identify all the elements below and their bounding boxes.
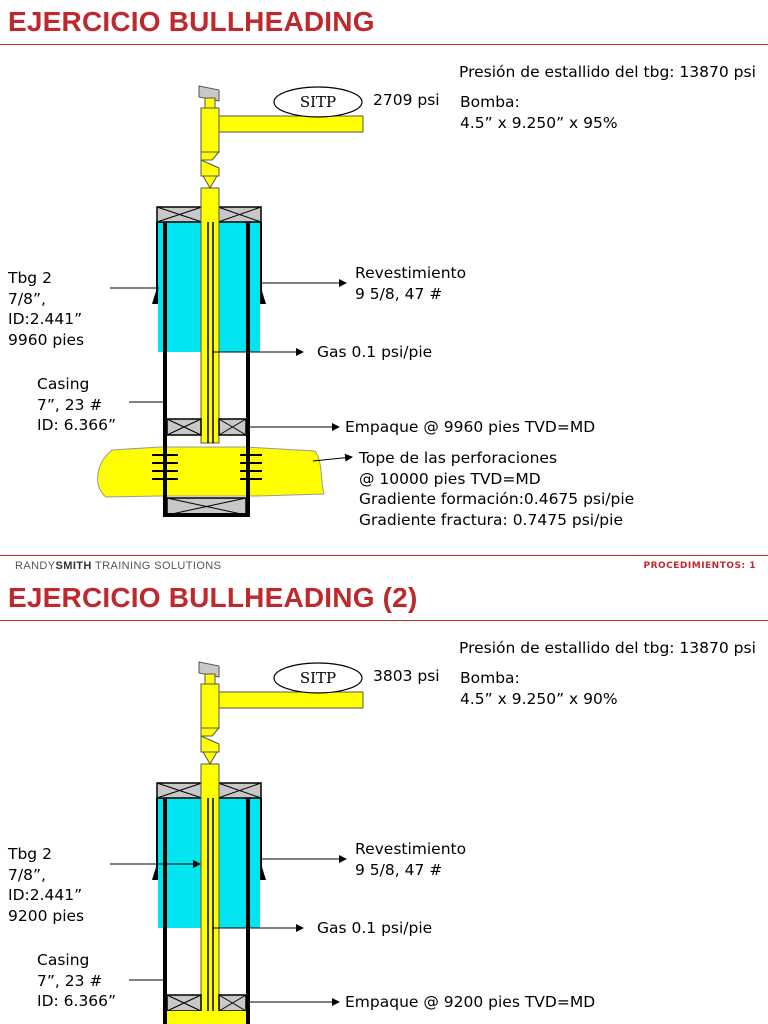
gas-gradient: Gas 0.1 psi/pie xyxy=(317,919,433,937)
packer-depth: Empaque @ 9200 pies TVD=MD xyxy=(345,993,596,1011)
slide-title: EJERCICIO BULLHEADING (2) xyxy=(8,582,418,613)
pump-label: Bomba: xyxy=(460,669,520,687)
sitp-label: SITP xyxy=(300,93,336,111)
flowline xyxy=(218,115,364,133)
pump-spec: 4.5” x 9.250” x 90% xyxy=(460,690,618,708)
gas-gradient: Gas 0.1 psi/pie xyxy=(317,343,433,361)
perforations-left xyxy=(152,454,178,480)
footer-rule xyxy=(0,555,768,556)
tubing xyxy=(200,763,220,1024)
title-rule xyxy=(0,620,768,621)
burst-pressure: Presión de estallido del tbg: 13870 psi xyxy=(459,639,756,657)
flowline xyxy=(218,691,364,709)
wellbore-diagram: SITP xyxy=(110,661,364,1024)
casing-wall-left xyxy=(163,222,167,515)
sitp-value: 3803 psi xyxy=(373,667,440,685)
tubing xyxy=(200,187,220,444)
sitp-bubble xyxy=(273,662,363,694)
formation-zone xyxy=(97,446,325,498)
pump-label: Bomba: xyxy=(460,93,520,111)
valve-mid xyxy=(200,727,221,753)
wellhead-body xyxy=(200,683,220,729)
footer-brand: RANDYSMITH TRAINING SOLUTIONS xyxy=(15,560,222,572)
slide-title: EJERCICIO BULLHEADING xyxy=(8,6,375,37)
casing-wall-left xyxy=(163,798,167,1024)
casing-wall-right xyxy=(246,222,250,515)
slide-2: EJERCICIO BULLHEADING (2) xyxy=(0,576,768,1024)
pump-spec: 4.5” x 9.250” x 95% xyxy=(460,114,618,132)
title-rule xyxy=(0,44,768,45)
packer-depth: Empaque @ 9960 pies TVD=MD xyxy=(345,418,596,436)
burst-pressure: Presión de estallido del tbg: 13870 psi xyxy=(459,63,756,81)
perforations-right xyxy=(240,454,262,480)
sitp-label: SITP xyxy=(300,669,336,687)
valve-top xyxy=(198,85,220,102)
sitp-value: 2709 psi xyxy=(373,91,440,109)
casing-wall-right xyxy=(246,798,250,1024)
valve-top xyxy=(198,661,220,678)
slide-1: EJERCICIO BULLHEADING xyxy=(0,6,768,572)
valve-mid xyxy=(200,151,221,177)
wellbore-diagram: SITP xyxy=(97,85,364,517)
wellhead-body xyxy=(200,107,220,153)
footer-page: PROCEDIMIENTOS: 1 xyxy=(643,561,756,571)
sitp-bubble xyxy=(273,86,363,118)
perforations-info: Tope de las perforaciones@ 10000 pies TV… xyxy=(359,449,635,529)
